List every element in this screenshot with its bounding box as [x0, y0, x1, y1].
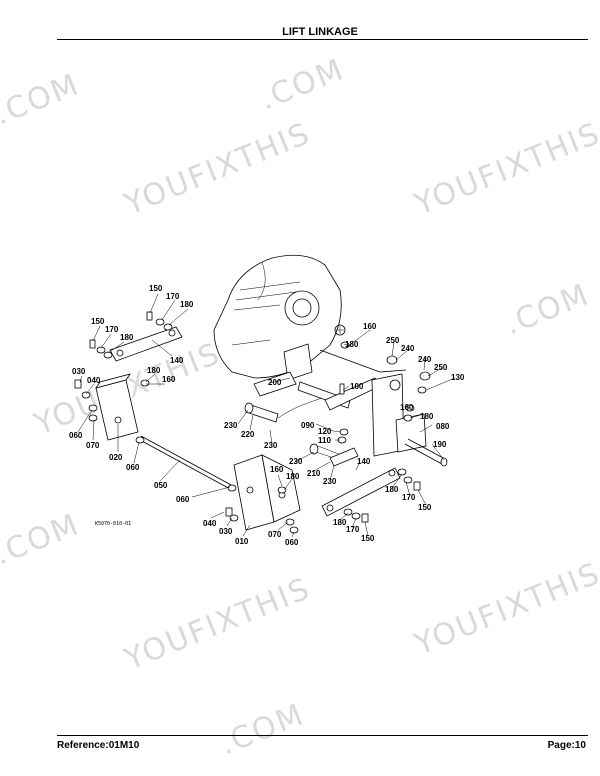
part-label: 150 — [149, 284, 163, 293]
watermark: YOUFIXTHIS — [119, 116, 316, 223]
watermark: .COM — [0, 67, 85, 132]
part-label: 030 — [72, 367, 86, 376]
watermark: .COM — [0, 507, 85, 572]
part-label: 210 — [307, 469, 321, 478]
part-label: 180 — [420, 412, 434, 421]
part-label: 050 — [154, 481, 168, 490]
part-label: 250 — [386, 336, 400, 345]
part-label: 080 — [436, 422, 450, 431]
part-label: 160 — [400, 403, 414, 412]
part-label: 160 — [363, 322, 377, 331]
engine-outline — [213, 254, 342, 379]
part-label: 070 — [86, 441, 100, 450]
part-label: 180 — [147, 366, 161, 375]
part-label: 100 — [350, 382, 364, 391]
part-label: 020 — [109, 453, 123, 462]
part-label: 070 — [268, 530, 282, 539]
lift-arm-assembly — [283, 324, 427, 457]
part-label: 060 — [285, 538, 299, 547]
part-label: 240 — [401, 344, 415, 353]
part-label: 180 — [385, 485, 399, 494]
part-label: 170 — [105, 325, 119, 334]
part-label: 220 — [241, 430, 255, 439]
shaft — [404, 438, 448, 467]
part-label: 170 — [166, 292, 180, 301]
part-label: 120 — [318, 427, 332, 436]
part-label: 030 — [219, 527, 233, 536]
hardware — [74, 311, 431, 534]
leader-lines — [77, 293, 456, 538]
part-label: 010 — [235, 537, 249, 546]
tube-and-spring — [244, 371, 359, 467]
footer-rule — [57, 735, 588, 736]
part-label: 250 — [434, 363, 448, 372]
part-label: 230 — [224, 421, 238, 430]
part-label: 180 — [120, 333, 134, 342]
watermark: YOUFIXTHIS — [409, 116, 600, 223]
lift-rod — [139, 435, 234, 491]
page-title: LIFT LINKAGE — [282, 26, 358, 38]
part-label: 230 — [323, 477, 337, 486]
part-label: 180 — [333, 518, 347, 527]
part-label: 180 — [286, 472, 300, 481]
watermark: .COM — [215, 697, 310, 762]
header-rule — [57, 39, 588, 40]
part-label: 060 — [69, 431, 83, 440]
part-label: 040 — [87, 376, 101, 385]
part-label: 150 — [418, 503, 432, 512]
diagram-code: K5070-010-01 — [95, 521, 131, 527]
part-label: 130 — [451, 373, 465, 382]
part-labels: 150 170 180 150 170 180 140 030 040 180 … — [69, 284, 465, 547]
part-label: 110 — [318, 436, 331, 445]
part-label: 240 — [418, 355, 432, 364]
part-label: 180 — [180, 300, 194, 309]
part-label: 160 — [270, 465, 284, 474]
part-label: 200 — [268, 378, 282, 387]
link-plate-left — [109, 326, 183, 362]
part-label: 160 — [162, 375, 176, 384]
part-label: 040 — [203, 519, 217, 528]
link-plate-right — [321, 467, 401, 517]
part-label: 150 — [91, 317, 105, 326]
part-label: 230 — [264, 441, 278, 450]
part-label: 060 — [176, 495, 190, 504]
watermark: .COM — [500, 277, 595, 342]
watermark: .COM — [255, 52, 350, 117]
part-label: 060 — [126, 463, 140, 472]
part-label: 170 — [346, 525, 360, 534]
part-label: 090 — [301, 421, 315, 430]
part-label: 150 — [361, 534, 375, 543]
part-label: 190 — [433, 440, 447, 449]
part-label: 140 — [357, 457, 371, 466]
watermark: YOUFIXTHIS — [119, 571, 316, 678]
part-label: 140 — [170, 356, 184, 365]
reference-text: Reference:01M10 — [57, 740, 140, 751]
part-label: 180 — [345, 340, 359, 349]
part-label: 170 — [402, 493, 416, 502]
watermark: YOUFIXTHIS — [409, 556, 600, 663]
page-number: Page:10 — [547, 740, 586, 751]
part-label: 230 — [289, 457, 303, 466]
